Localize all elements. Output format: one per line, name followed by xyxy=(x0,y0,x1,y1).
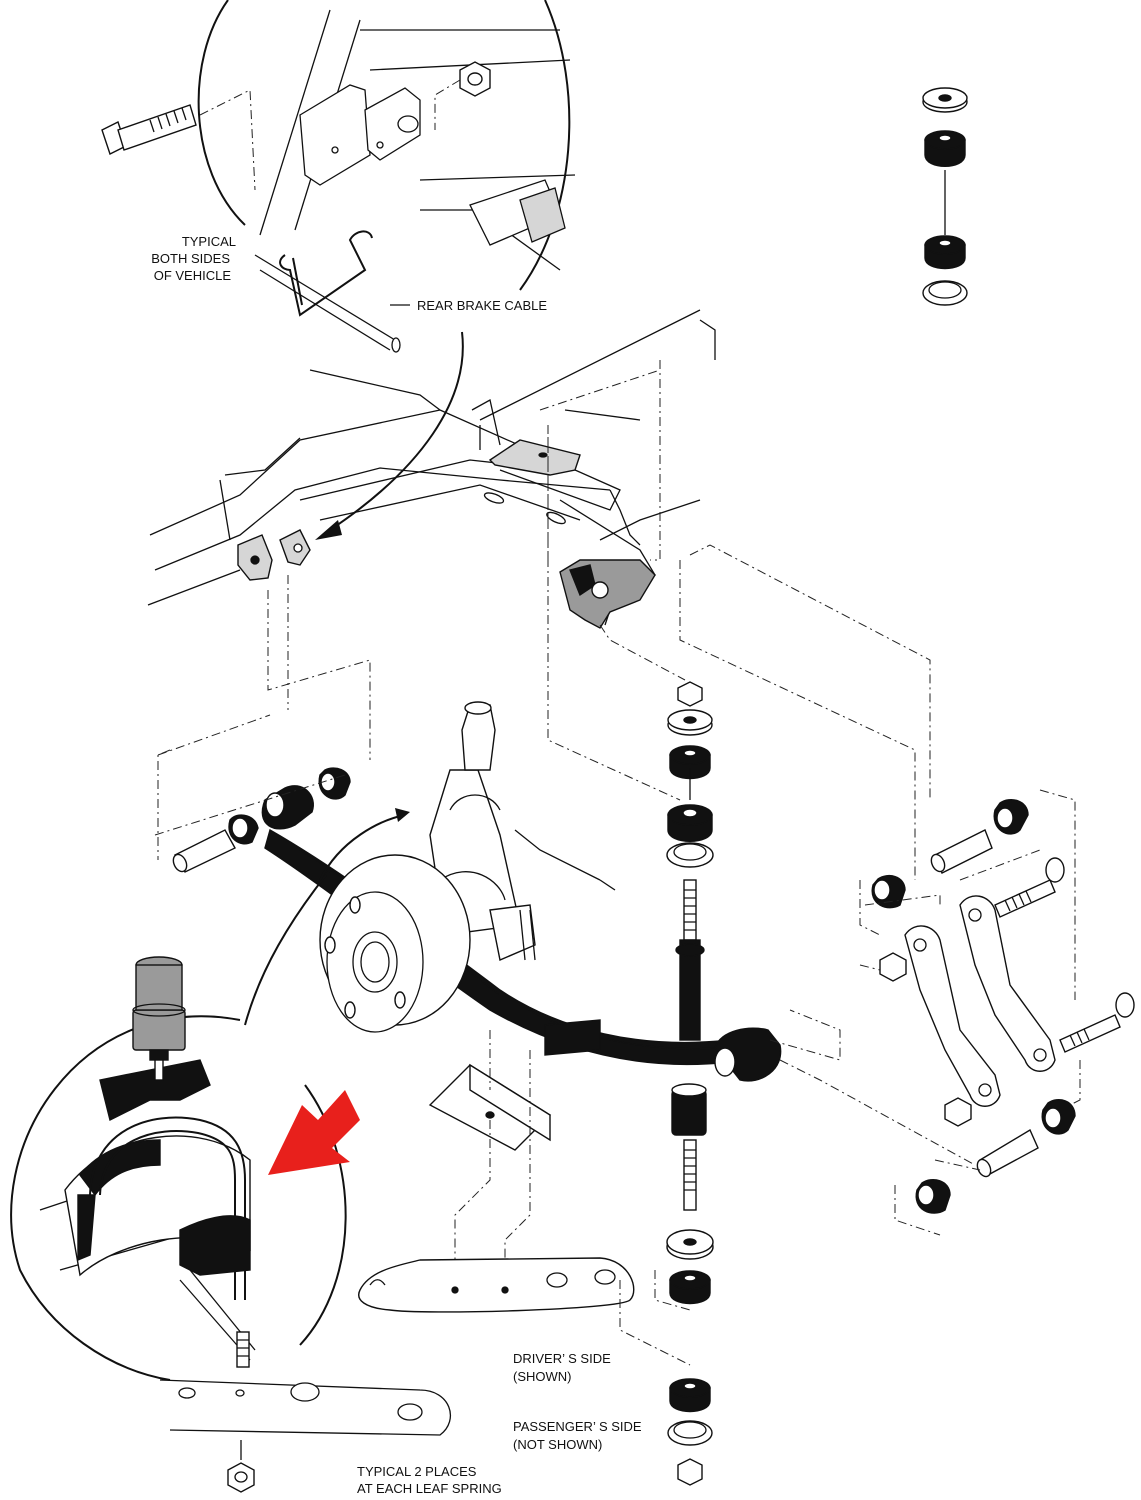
vehicle-frame xyxy=(147,309,716,629)
center-stud-stack xyxy=(666,681,714,1211)
leaf-spring xyxy=(264,828,782,1082)
u-bolt-detail xyxy=(10,956,347,1381)
red-arrow-icon xyxy=(268,1090,360,1175)
drivers-side-label: DRIVER’ S SIDE xyxy=(513,1351,611,1366)
top-right-bushing-stack xyxy=(922,87,968,306)
typical-both-sides-label: TYPICAL xyxy=(182,234,236,249)
bolt-icon xyxy=(101,104,197,155)
rear-brake-cable-label: REAR BRAKE CABLE xyxy=(417,298,547,313)
lower-bushing-stack xyxy=(666,1229,714,1486)
hub-studs xyxy=(324,896,406,1019)
spring-plate-detail xyxy=(159,1331,451,1493)
typical-both-sides-label-line3: OF VEHICLE xyxy=(154,268,232,283)
spring-eye-bushings xyxy=(154,767,351,873)
spring-shackle xyxy=(879,857,1135,1127)
drivers-side-sublabel: (SHOWN) xyxy=(513,1369,572,1384)
brake-cable-bracket-detail xyxy=(197,0,576,291)
nut-icon xyxy=(459,61,491,97)
spring-plate xyxy=(358,1257,635,1313)
angle-bracket xyxy=(428,1063,552,1151)
typical-both-sides-label-line2: BOTH SIDES xyxy=(151,251,230,266)
axle-hub xyxy=(319,701,616,1033)
typical-two-places-sublabel: AT EACH LEAF SPRING xyxy=(357,1481,502,1496)
passengers-side-label: PASSENGER’ S SIDE xyxy=(513,1419,642,1434)
passengers-side-sublabel: (NOT SHOWN) xyxy=(513,1437,602,1452)
wire-clip-icon xyxy=(279,230,373,317)
typical-two-places-label: TYPICAL 2 PLACES xyxy=(357,1464,477,1479)
shackle-bushings xyxy=(871,799,1076,1214)
